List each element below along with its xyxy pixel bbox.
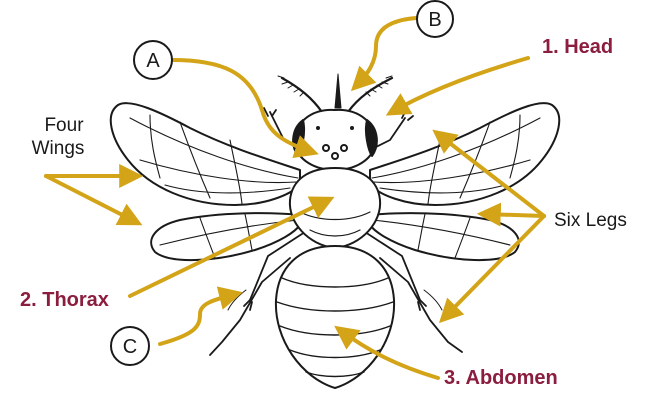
arrow-head <box>392 58 528 112</box>
label-four-wings-line2: Wings <box>32 138 85 159</box>
callout-a: A <box>134 41 172 79</box>
bee-head <box>293 110 377 170</box>
left-forewing <box>111 103 300 205</box>
right-hindwing <box>370 213 519 260</box>
label-six-legs: Six Legs <box>554 210 627 231</box>
bee-thorax <box>290 168 380 248</box>
callout-c-label: C <box>123 336 137 358</box>
label-thorax: 2. Thorax <box>20 289 109 311</box>
callout-b: B <box>417 1 453 37</box>
left-hindwing <box>151 213 300 260</box>
bee-abdomen <box>276 246 394 388</box>
antennae <box>278 74 392 112</box>
bee-illustration <box>111 74 559 388</box>
label-four-wings-line1: Four <box>44 115 84 136</box>
label-abdomen: 3. Abdomen <box>444 367 558 389</box>
label-head: 1. Head <box>542 36 613 58</box>
arrow-wings-lower <box>46 176 136 222</box>
arrow-legs-mid <box>484 214 544 216</box>
callout-a-label: A <box>146 50 160 72</box>
arrow-c <box>160 294 236 344</box>
callout-c: C <box>111 327 149 365</box>
arrow-b <box>356 18 416 86</box>
callout-b-label: B <box>428 9 441 31</box>
